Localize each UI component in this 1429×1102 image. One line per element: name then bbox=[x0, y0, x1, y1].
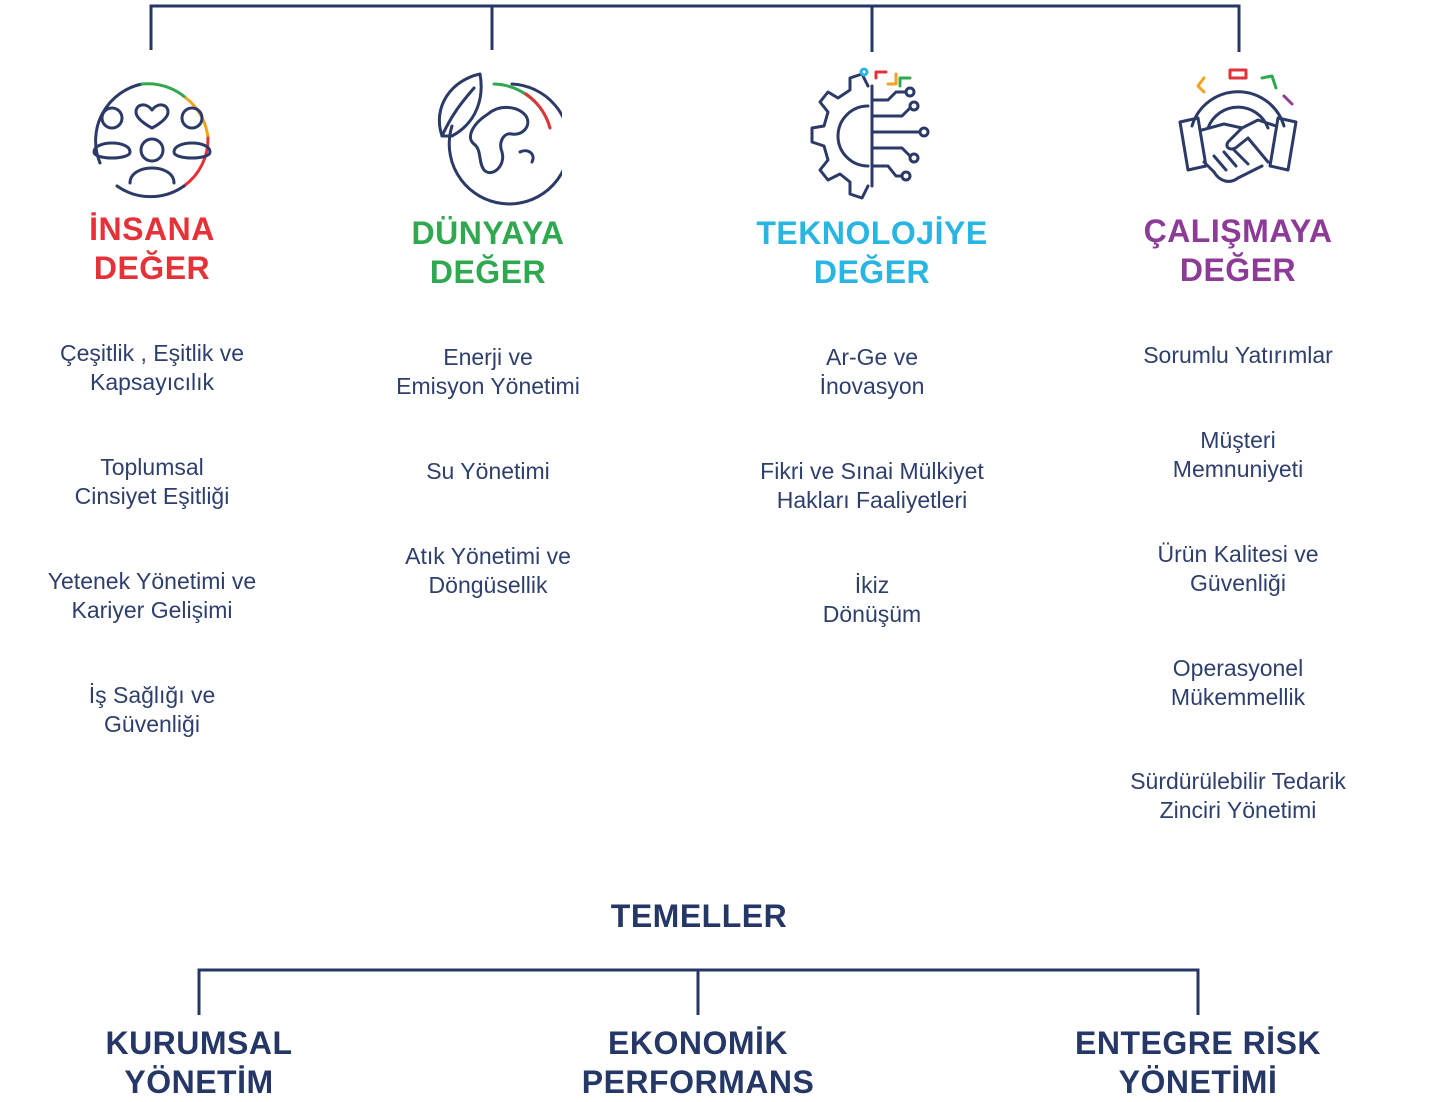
list-item: İş Sağlığı ve Güvenliği bbox=[0, 681, 312, 739]
foundation-item-risk: ENTEGRE RİSK YÖNETİMİ bbox=[1018, 1024, 1378, 1102]
list-item: Ürün Kalitesi ve Güvenliği bbox=[1078, 540, 1398, 598]
item-line: Güvenliği bbox=[104, 711, 200, 737]
list-item: Su Yönetimi bbox=[328, 457, 648, 486]
item-line: Dönüşüm bbox=[822, 601, 922, 627]
item-line: Kariyer Gelişimi bbox=[71, 597, 233, 623]
heading-line-1: TEKNOLOJİYE bbox=[756, 215, 988, 251]
pillar-heading-tekno: TEKNOLOJİYE DEĞER bbox=[702, 214, 1042, 292]
foundation-line: PERFORMANS bbox=[581, 1064, 815, 1100]
item-line: Enerji ve bbox=[443, 344, 533, 370]
people-heart-icon bbox=[92, 82, 212, 199]
item-line: Ar-Ge ve bbox=[825, 344, 919, 370]
item-line: Cinsiyet Eşitliği bbox=[74, 483, 230, 509]
handshake-gear-icon bbox=[1178, 68, 1298, 183]
foundation-line: YÖNETİMİ bbox=[1118, 1064, 1278, 1100]
list-item: Operasyonel Mükemmellik bbox=[1078, 654, 1398, 712]
heading-line-1: ÇALIŞMAYA bbox=[1143, 213, 1333, 249]
list-item: Çeşitlik , Eşitlik ve Kapsayıcılık bbox=[0, 339, 312, 397]
heading-line-2: DEĞER bbox=[429, 254, 547, 290]
foundations-title: TEMELLER bbox=[610, 898, 788, 934]
foundation-line: KURUMSAL bbox=[105, 1025, 293, 1061]
item-line: İş Sağlığı ve bbox=[88, 682, 216, 708]
pillar-heading-dunya: DÜNYAYA DEĞER bbox=[318, 214, 658, 292]
foundation-item-ekonomik: EKONOMİK PERFORMANS bbox=[518, 1024, 878, 1102]
list-item: Sürdürülebilir Tedarik Zinciri Yönetimi bbox=[1078, 767, 1398, 825]
item-line: İkiz bbox=[854, 572, 890, 598]
item-line: Sürdürülebilir Tedarik bbox=[1130, 768, 1346, 794]
item-line: Atık Yönetimi ve bbox=[405, 543, 571, 569]
list-item: Toplumsal Cinsiyet Eşitliği bbox=[0, 453, 312, 511]
pillar-heading-insan: İNSANA DEĞER bbox=[0, 210, 322, 288]
list-item: Sorumlu Yatırımlar bbox=[1078, 341, 1398, 370]
globe-leaf-icon bbox=[437, 72, 562, 206]
list-item: Yetenek Yönetimi ve Kariyer Gelişimi bbox=[0, 567, 312, 625]
item-line: Mükemmellik bbox=[1170, 684, 1306, 710]
item-line: Operasyonel bbox=[1172, 655, 1304, 681]
item-line: Çeşitlik , Eşitlik ve bbox=[59, 340, 245, 366]
list-item: İkiz Dönüşüm bbox=[712, 571, 1032, 629]
foundation-item-kurumsal: KURUMSAL YÖNETİM bbox=[19, 1024, 379, 1102]
list-item: Fikri ve Sınai Mülkiyet Hakları Faaliyet… bbox=[712, 457, 1032, 515]
pillar-heading-calisma: ÇALIŞMAYA DEĞER bbox=[1068, 212, 1408, 290]
item-line: Ürün Kalitesi ve bbox=[1157, 541, 1319, 567]
top-connector bbox=[149, 4, 1241, 52]
item-line: Fikri ve Sınai Mülkiyet bbox=[760, 458, 984, 484]
heading-line-2: DEĞER bbox=[813, 254, 931, 290]
heading-line-1: İNSANA bbox=[89, 211, 215, 247]
list-item: Müşteri Memnuniyeti bbox=[1078, 426, 1398, 484]
heading-line-2: DEĞER bbox=[1179, 252, 1297, 288]
item-line: Su Yönetimi bbox=[426, 458, 550, 484]
foundation-line: YÖNETİM bbox=[124, 1064, 274, 1100]
heading-line-2: DEĞER bbox=[93, 250, 211, 286]
gear-circuit-icon bbox=[810, 67, 930, 200]
list-item: Enerji ve Emisyon Yönetimi bbox=[328, 343, 648, 401]
foundation-line: EKONOMİK bbox=[608, 1025, 788, 1061]
item-line: Sorumlu Yatırımlar bbox=[1143, 342, 1333, 368]
item-line: Hakları Faaliyetleri bbox=[776, 487, 968, 513]
item-line: Yetenek Yönetimi ve bbox=[47, 568, 257, 594]
item-line: İnovasyon bbox=[819, 373, 925, 399]
list-item: Atık Yönetimi ve Döngüsellik bbox=[328, 542, 648, 600]
item-line: Güvenliği bbox=[1190, 570, 1286, 596]
item-line: Emisyon Yönetimi bbox=[396, 373, 580, 399]
item-line: Döngüsellik bbox=[428, 572, 548, 598]
heading-line-1: DÜNYAYA bbox=[411, 215, 565, 251]
foundation-line: ENTEGRE RİSK bbox=[1074, 1025, 1322, 1061]
item-line: Memnuniyeti bbox=[1172, 456, 1304, 482]
item-line: Zinciri Yönetimi bbox=[1159, 797, 1317, 823]
item-line: Müşteri bbox=[1200, 427, 1276, 453]
bottom-connector bbox=[197, 968, 1200, 1015]
item-line: Kapsayıcılık bbox=[90, 369, 214, 395]
item-line: Toplumsal bbox=[100, 454, 204, 480]
list-item: Ar-Ge ve İnovasyon bbox=[712, 343, 1032, 401]
